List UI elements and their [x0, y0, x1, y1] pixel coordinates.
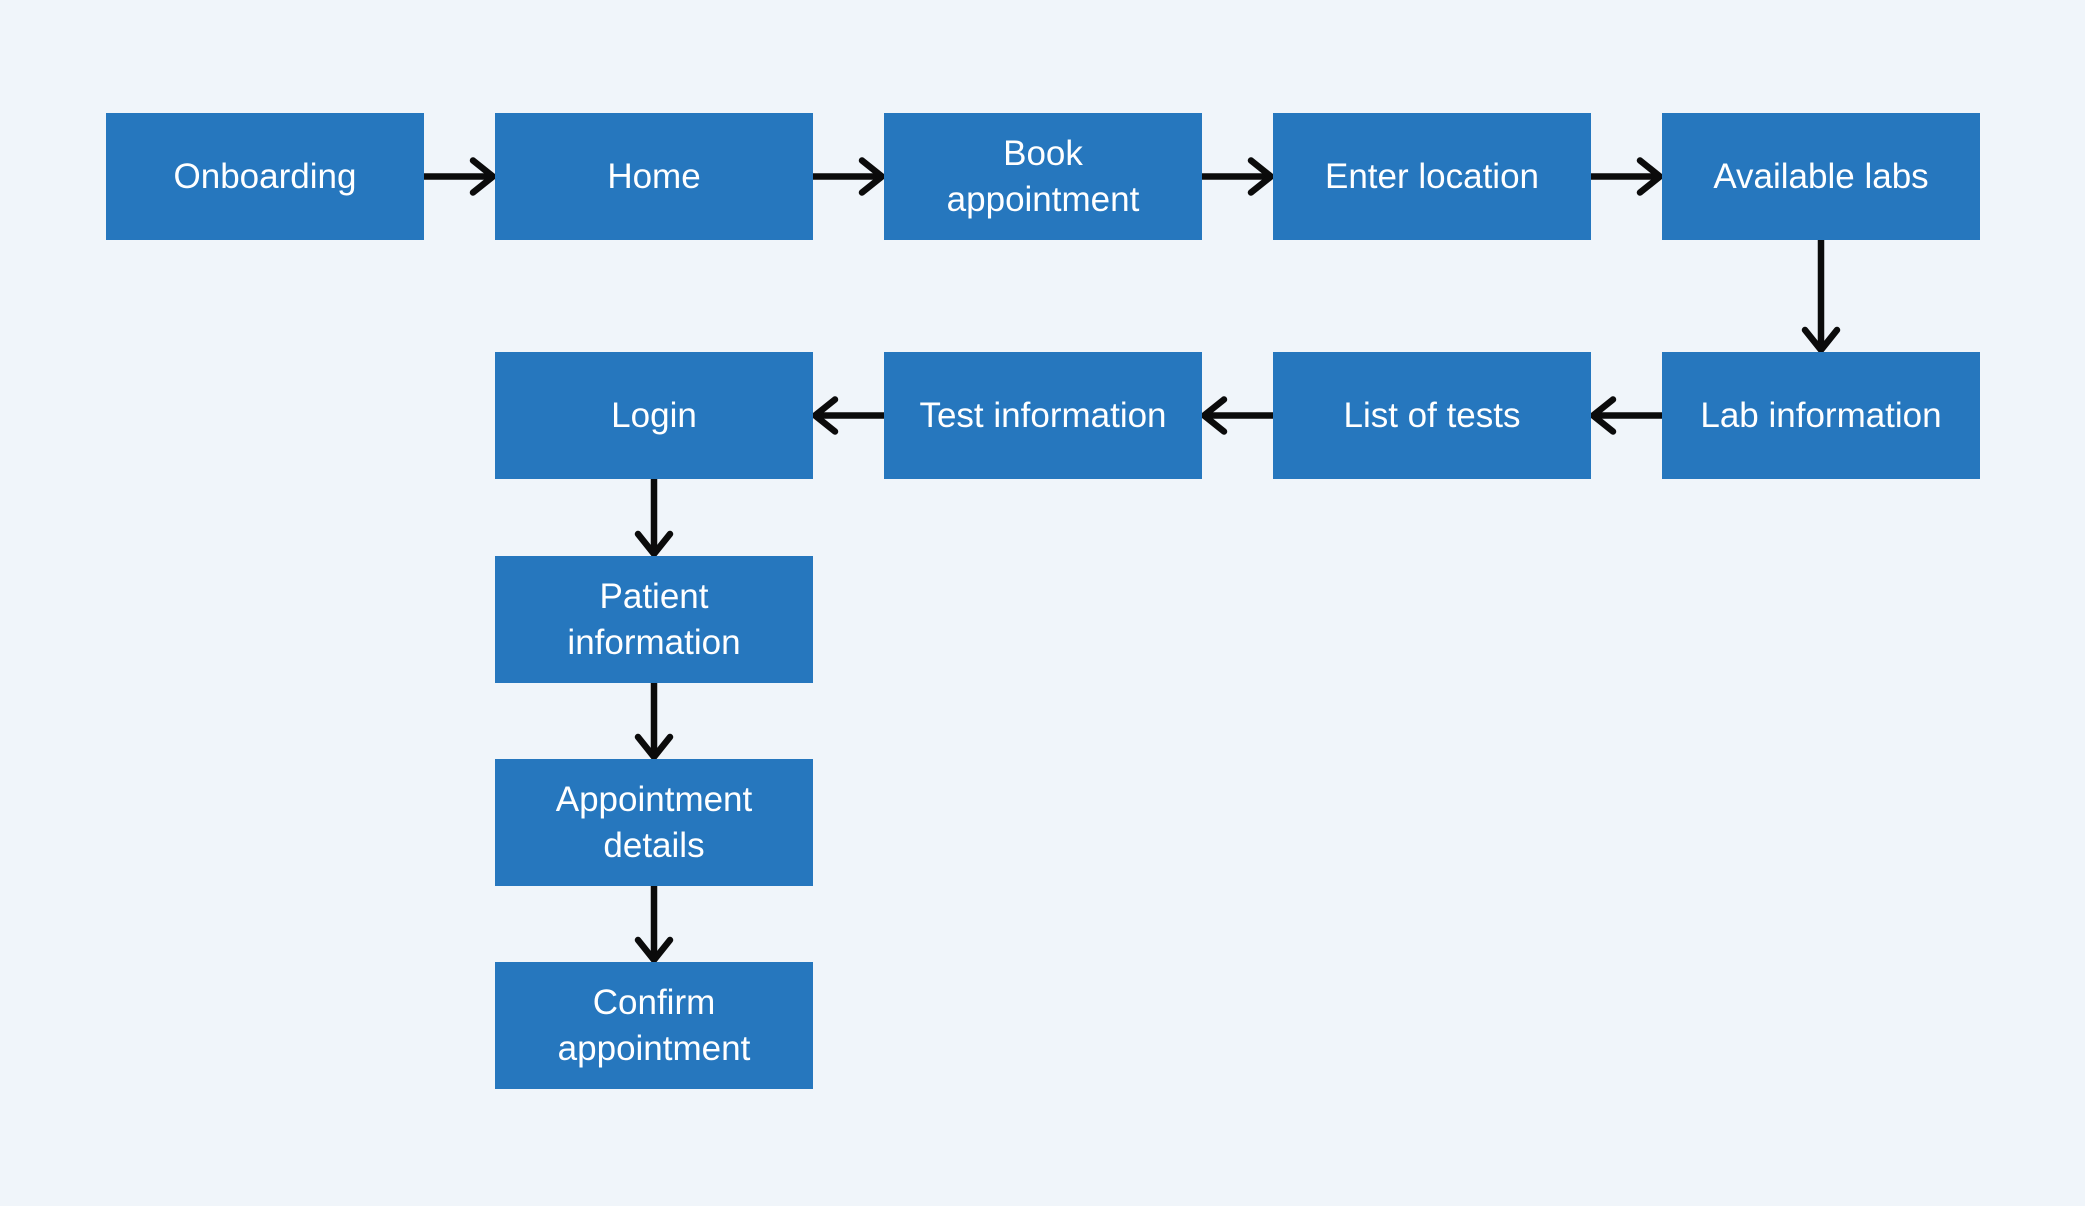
- node-lab-information: Lab information: [1662, 352, 1980, 479]
- edge-arrow: [424, 157, 497, 196]
- node-label: Appointment details: [555, 780, 753, 865]
- node-list-of-tests: List of tests: [1273, 352, 1591, 479]
- node-home: Home: [495, 113, 813, 240]
- node-label: Confirm appointment: [557, 983, 751, 1068]
- edge-arrow: [1202, 157, 1275, 196]
- edge-arrow: [813, 157, 886, 196]
- node-appointment-details: Appointment details: [495, 759, 813, 886]
- node-label: Lab information: [1700, 395, 1942, 435]
- edge-arrow: [634, 683, 674, 761]
- edge-arrow: [1801, 240, 1841, 354]
- edge-arrow: [634, 479, 674, 558]
- node-patient-information: Patient information: [495, 556, 813, 683]
- node-available-labs: Available labs: [1662, 113, 1980, 240]
- edge-arrow: [634, 886, 674, 964]
- node-book-appointment: Book appointment: [884, 113, 1202, 240]
- edge-arrow: [1591, 157, 1664, 196]
- node-test-information: Test information: [884, 352, 1202, 479]
- node-label: Onboarding: [173, 156, 357, 196]
- node-label: Enter location: [1324, 156, 1540, 196]
- node-login: Login: [495, 352, 813, 479]
- node-enter-location: Enter location: [1273, 113, 1591, 240]
- node-confirm-appointment: Confirm appointment: [495, 962, 813, 1089]
- edge-arrow: [811, 396, 884, 435]
- node-label: Patient information: [567, 577, 741, 662]
- node-label: Available labs: [1713, 156, 1929, 196]
- edge-arrow: [1200, 396, 1273, 435]
- node-label: Book appointment: [946, 134, 1140, 219]
- node-label: Test information: [919, 395, 1167, 435]
- node-label: List of tests: [1343, 395, 1521, 435]
- node-label: Login: [611, 395, 697, 435]
- node-label: Home: [607, 156, 701, 196]
- node-onboarding: Onboarding: [106, 113, 424, 240]
- edge-arrow: [1589, 396, 1662, 435]
